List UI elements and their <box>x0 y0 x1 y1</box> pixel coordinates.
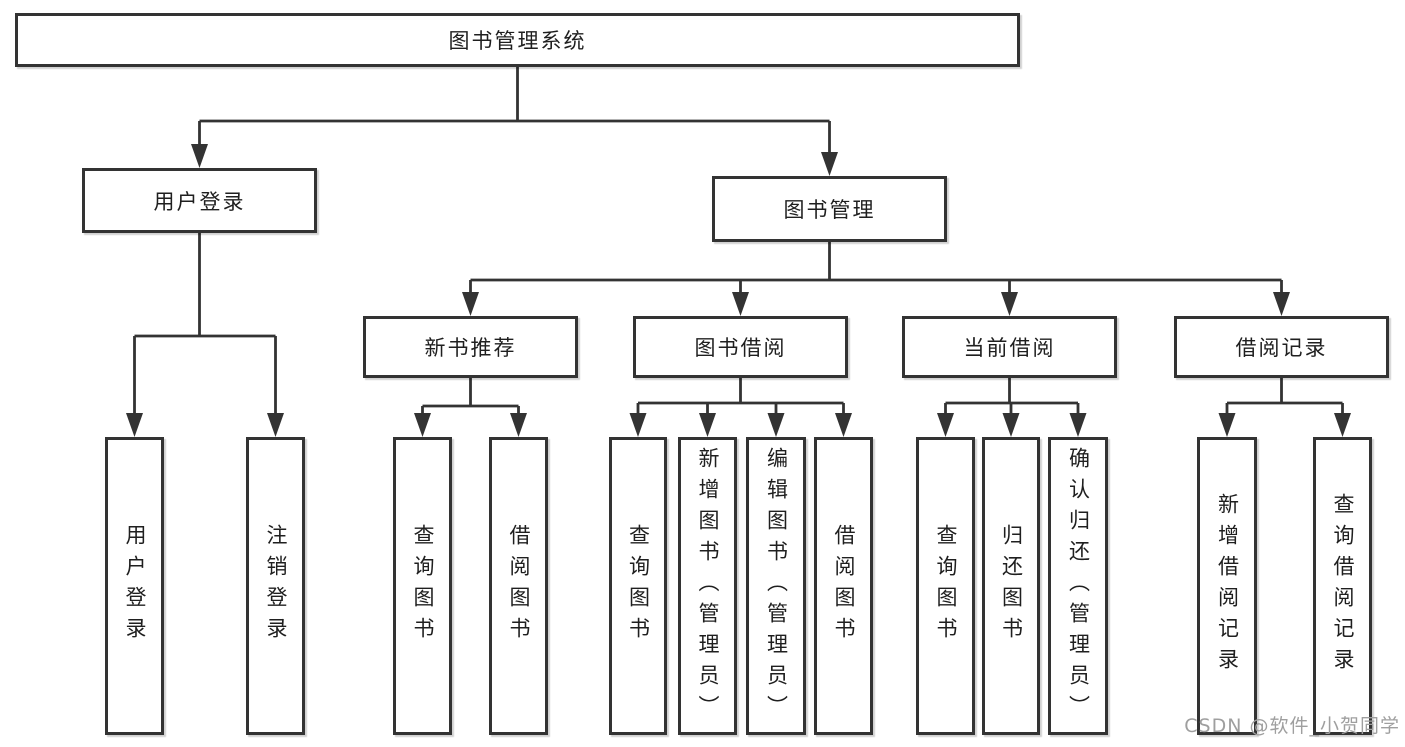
node-new-book-recommend: 新书推荐 <box>363 316 578 378</box>
node-root: 图书管理系统 <box>15 13 1020 67</box>
leaf-borrow-edit-books-admin: 编辑图书（管理员） <box>746 437 806 735</box>
leaf-current-query-books: 查询图书 <box>916 437 975 735</box>
node-book-borrow-label: 图书借阅 <box>694 336 787 360</box>
leaf-records-add: 新增借阅记录 <box>1197 437 1257 735</box>
leaf-newbooks-query-books: 查询图书 <box>393 437 452 735</box>
node-user-login-label: 用户登录 <box>153 189 246 214</box>
node-book-management: 图书管理 <box>712 176 947 242</box>
leaf-borrow-borrow-books: 借阅图书 <box>814 437 873 735</box>
node-book-management-label: 图书管理 <box>783 198 876 222</box>
node-user-login: 用户登录 <box>82 168 317 233</box>
node-root-label: 图书管理系统 <box>448 29 587 53</box>
leaf-current-return-books: 归还图书 <box>982 437 1040 735</box>
node-current-borrow: 当前借阅 <box>902 316 1117 378</box>
node-current-borrow-label: 当前借阅 <box>963 336 1056 360</box>
leaf-user-login: 用户登录 <box>105 437 164 735</box>
leaf-records-query: 查询借阅记录 <box>1313 437 1372 735</box>
leaf-borrow-add-books-admin: 新增图书（管理员） <box>678 437 737 735</box>
leaf-current-confirm-return-admin: 确认归还（管理员） <box>1048 437 1108 735</box>
leaf-logout: 注销登录 <box>246 437 305 735</box>
node-new-book-recommend-label: 新书推荐 <box>424 336 517 360</box>
node-borrow-records-label: 借阅记录 <box>1235 336 1328 360</box>
node-borrow-records: 借阅记录 <box>1174 316 1389 378</box>
arrowheads <box>126 144 1351 437</box>
leaf-borrow-query-books: 查询图书 <box>609 437 667 735</box>
csdn-watermark: CSDN @软件_小贺同学 <box>1184 715 1400 737</box>
leaf-newbooks-borrow-books: 借阅图书 <box>489 437 548 735</box>
node-book-borrow: 图书借阅 <box>633 316 848 378</box>
